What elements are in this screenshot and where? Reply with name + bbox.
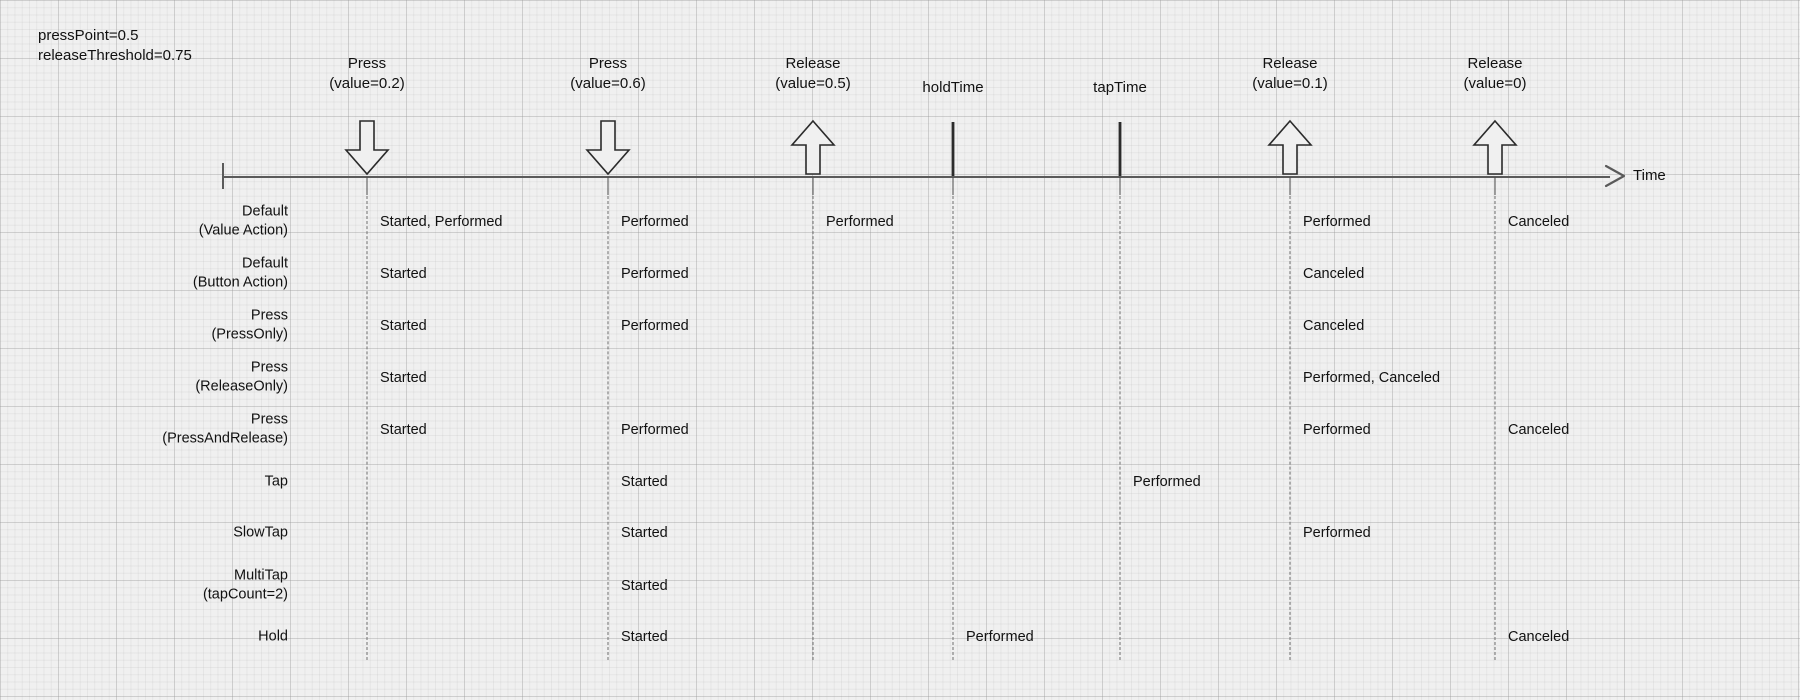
axis-tick-tap-time xyxy=(1119,177,1121,195)
cell-press-releaseonly-press-1: Started xyxy=(380,369,427,386)
row-label-default-button-action: Default (Button Action) xyxy=(0,255,288,294)
cell-multitap-press-2: Started xyxy=(621,577,668,594)
row-label-line2: (Value Action) xyxy=(198,223,288,239)
event-label-release-2: Release (value=0.1) xyxy=(1252,54,1327,93)
row-label-line2: (Button Action) xyxy=(192,275,288,291)
row-label-press-pressonly: Press (PressOnly) xyxy=(0,307,288,346)
event-label-line2: (value=0.1) xyxy=(1252,74,1328,92)
time-marker-bar-icon-tap-time xyxy=(1116,120,1124,176)
parameter-note: pressPoint=0.5 releaseThreshold=0.75 xyxy=(38,26,192,66)
event-label-line2: (value=0.2) xyxy=(329,74,405,92)
event-label-line1: Release xyxy=(785,55,841,72)
event-label-line1: Release xyxy=(1262,55,1318,72)
cell-press-pressandrelease-press-2: Performed xyxy=(621,421,689,438)
cell-press-pressonly-press-1: Started xyxy=(380,317,427,334)
cell-hold-press-2: Started xyxy=(621,628,668,645)
time-marker-bar-icon-hold-time xyxy=(949,120,957,176)
cell-default-value-action-press-1: Started, Performed xyxy=(380,213,503,230)
event-label-line1: Release xyxy=(1467,55,1523,72)
row-label-line1: MultiTap xyxy=(234,567,288,584)
release-up-arrow-icon-release-2 xyxy=(1266,119,1314,176)
row-label-hold: Hold xyxy=(0,627,288,646)
event-label-release-1: Release (value=0.5) xyxy=(775,54,850,93)
axis-tick-press-1 xyxy=(366,177,368,195)
cell-hold-hold-time: Performed xyxy=(966,628,1034,645)
row-label-press-releaseonly: Press (ReleaseOnly) xyxy=(0,359,288,398)
cell-default-value-action-release-1: Performed xyxy=(826,213,894,230)
guide-line-release-2 xyxy=(1289,196,1291,660)
event-label-hold-time: holdTime xyxy=(922,78,983,98)
axis-tick-release-2 xyxy=(1289,177,1291,195)
cell-default-button-action-release-2: Canceled xyxy=(1303,265,1365,282)
row-label-line2: (tapCount=2) xyxy=(202,587,288,603)
cell-press-pressandrelease-release-2: Performed xyxy=(1303,421,1371,438)
cell-default-button-action-press-1: Started xyxy=(380,265,427,282)
row-label-line2: (PressAndRelease) xyxy=(162,431,288,447)
time-axis-label: Time xyxy=(1633,167,1666,184)
row-label-default-value-action: Default (Value Action) xyxy=(0,203,288,242)
axis-tick-press-2 xyxy=(607,177,609,195)
cell-press-pressonly-release-2: Canceled xyxy=(1303,317,1365,334)
row-label-line2: (ReleaseOnly) xyxy=(195,379,288,395)
cell-tap-press-2: Started xyxy=(621,473,668,490)
cell-slowtap-release-2: Performed xyxy=(1303,524,1371,541)
cell-press-releaseonly-release-2: Performed, Canceled xyxy=(1303,369,1441,386)
event-label-press-2: Press (value=0.6) xyxy=(570,54,645,93)
row-label-line1: Tap xyxy=(264,473,288,490)
row-label-line1: Press xyxy=(250,307,288,324)
row-label-slowtap: SlowTap xyxy=(0,523,288,542)
guide-line-tap-time xyxy=(1119,196,1121,660)
cell-default-button-action-press-2: Performed xyxy=(621,265,689,282)
event-label-line1: Press xyxy=(588,55,628,72)
cell-press-pressandrelease-press-1: Started xyxy=(380,421,427,438)
row-label-press-pressandrelease: Press (PressAndRelease) xyxy=(0,411,288,450)
axis-tick-release-1 xyxy=(812,177,814,195)
event-label-line2: (value=0) xyxy=(1463,74,1527,92)
guide-line-release-1 xyxy=(812,196,814,660)
row-label-line2: (PressOnly) xyxy=(211,327,288,343)
cell-default-value-action-release-3: Canceled xyxy=(1508,213,1570,230)
row-label-multitap: MultiTap (tapCount=2) xyxy=(0,567,288,606)
release-up-arrow-icon-release-1 xyxy=(789,119,837,176)
cell-slowtap-press-2: Started xyxy=(621,524,668,541)
event-label-line1: holdTime xyxy=(922,79,984,96)
row-label-line1: Press xyxy=(250,411,288,428)
cell-hold-release-3: Canceled xyxy=(1508,628,1570,645)
press-down-arrow-icon-press-2 xyxy=(584,120,632,176)
row-label-line1: Default xyxy=(242,203,288,220)
row-label-line1: SlowTap xyxy=(233,524,288,541)
guide-line-press-2 xyxy=(607,196,609,660)
cell-press-pressonly-press-2: Performed xyxy=(621,317,689,334)
event-label-line2: (value=0.5) xyxy=(775,74,851,92)
time-axis-origin-tick xyxy=(222,163,224,189)
axis-tick-release-3 xyxy=(1494,177,1496,195)
parameter-press-point: pressPoint=0.5 xyxy=(38,27,139,44)
guide-line-release-3 xyxy=(1494,196,1496,660)
release-up-arrow-icon-release-3 xyxy=(1471,119,1519,176)
guide-line-press-1 xyxy=(366,196,368,660)
time-axis-line xyxy=(222,176,1610,178)
row-label-tap: Tap xyxy=(0,472,288,491)
event-label-line1: tapTime xyxy=(1093,79,1147,96)
time-axis-arrow-icon xyxy=(1604,164,1626,188)
event-label-line2: (value=0.6) xyxy=(570,74,646,92)
press-down-arrow-icon-press-1 xyxy=(343,120,391,176)
event-label-press-1: Press (value=0.2) xyxy=(329,54,404,93)
parameter-release-threshold: releaseThreshold=0.75 xyxy=(38,46,192,64)
row-label-line1: Default xyxy=(242,255,288,272)
event-label-tap-time: tapTime xyxy=(1093,78,1147,98)
cell-tap-tap-time: Performed xyxy=(1133,473,1201,490)
event-label-release-3: Release (value=0) xyxy=(1464,54,1527,93)
axis-tick-hold-time xyxy=(952,177,954,195)
cell-press-pressandrelease-release-3: Canceled xyxy=(1508,421,1570,438)
cell-default-value-action-press-2: Performed xyxy=(621,213,689,230)
cell-default-value-action-release-2: Performed xyxy=(1303,213,1371,230)
row-label-line1: Hold xyxy=(258,628,288,645)
row-label-line1: Press xyxy=(250,359,288,376)
guide-line-hold-time xyxy=(952,196,954,660)
event-label-line1: Press xyxy=(347,55,387,72)
